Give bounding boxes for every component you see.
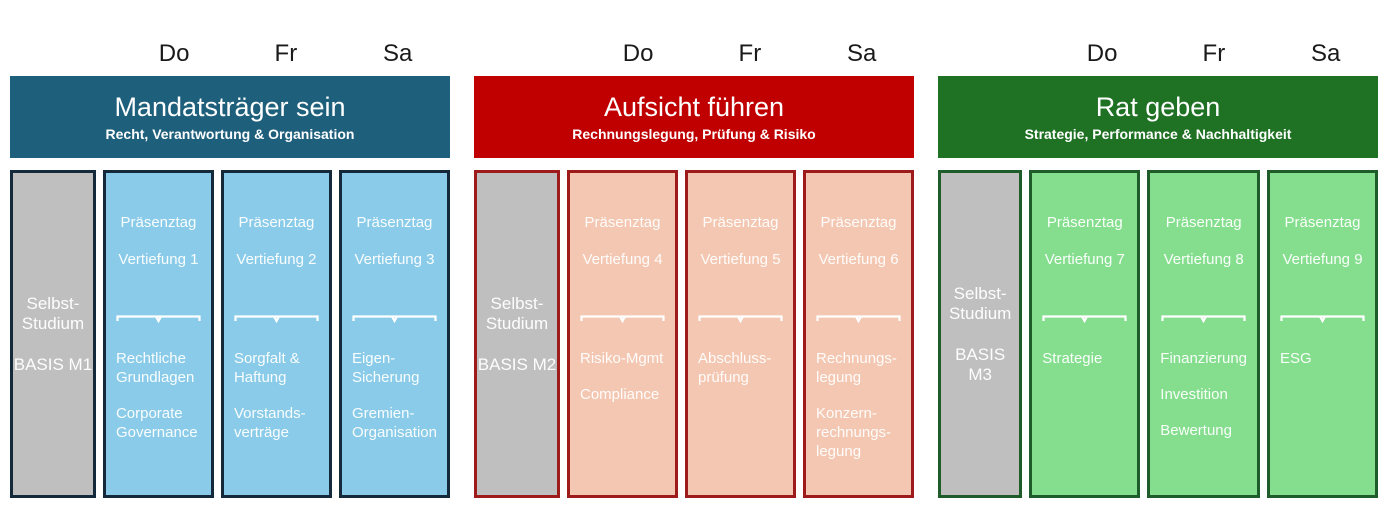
topic-label: Gremien- Organisation (351, 405, 437, 441)
presence-day-label: Präsenztag (1165, 214, 1242, 231)
topic-label: Risiko-Mgmt (580, 350, 664, 367)
module-title: Rat geben (1095, 92, 1221, 122)
course-schedule-board: Do Fr Sa Mandatsträger sein Recht, Veran… (10, 0, 1378, 498)
module-card-grid: Selbst- Studium BASIS M1 Präsenztag Vert… (10, 170, 450, 498)
brace-divider-icon (116, 315, 201, 323)
day-label-do: Do (1086, 40, 1118, 67)
topic-label: Rechnungs- legung (816, 350, 897, 386)
session-label: Vertiefung 8 (1163, 251, 1244, 268)
module-section-aufsicht: Do Fr Sa Aufsicht führen Rechnungslegung… (474, 0, 914, 498)
day-card-sa: Präsenztag Vertiefung 9 ESG (1267, 170, 1378, 498)
session-label: Vertiefung 6 (818, 251, 899, 268)
basis-module-label: BASIS M2 (477, 354, 557, 374)
self-study-label: Selbst- Studium (21, 293, 85, 333)
basis-card: Selbst- Studium BASIS M2 (474, 170, 560, 498)
topic-list: Rechtliche Grundlagen Corporate Governan… (116, 349, 201, 442)
module-subtitle: Recht, Verantwortung & Organisation (105, 126, 355, 142)
topic-label: Investition (1160, 386, 1228, 403)
session-label: Vertiefung 7 (1044, 251, 1125, 268)
topic-list: Risiko-Mgmt Compliance (580, 349, 665, 404)
day-label-fr: Fr (274, 40, 298, 67)
topic-label: Corporate Governance (115, 405, 198, 441)
brace-divider-icon (698, 315, 783, 323)
basis-card: Selbst- Studium BASIS M3 (938, 170, 1023, 498)
day-label-sa: Sa (382, 40, 413, 67)
brace-divider-icon (580, 315, 665, 323)
module-subtitle: Strategie, Performance & Nachhaltigkeit (1024, 126, 1292, 142)
brace-divider-icon (816, 315, 901, 323)
topic-list: Sorgfalt & Haftung Vorstands- verträge (234, 349, 319, 442)
module-header: Rat geben Strategie, Performance & Nachh… (938, 76, 1378, 158)
topic-label: Strategie (1042, 350, 1103, 367)
brace-divider-icon (1280, 315, 1365, 323)
brace-divider-icon (352, 315, 437, 323)
module-title: Aufsicht führen (603, 92, 785, 122)
session-label: Vertiefung 9 (1282, 251, 1363, 268)
topic-label: Compliance (580, 386, 660, 403)
module-section-rat-geben: Do Fr Sa Rat geben Strategie, Performanc… (938, 0, 1378, 498)
presence-day-label: Präsenztag (820, 214, 897, 231)
presence-day-label: Präsenztag (120, 214, 197, 231)
module-header: Aufsicht führen Rechnungslegung, Prüfung… (474, 76, 914, 158)
session-label: Vertiefung 4 (582, 251, 663, 268)
basis-module-label: BASIS M1 (13, 354, 93, 374)
brace-divider-icon (1161, 315, 1246, 323)
topic-list: Eigen- Sicherung Gremien- Organisation (352, 349, 437, 442)
day-card-fr: Präsenztag Vertiefung 8 Finanzierung Inv… (1147, 170, 1260, 498)
brace-divider-icon (234, 315, 319, 323)
self-study-label: Selbst- Studium (485, 293, 549, 333)
presence-day-label: Präsenztag (1046, 214, 1123, 231)
module-card-grid: Selbst- Studium BASIS M2 Präsenztag Vert… (474, 170, 914, 498)
topic-label: Sorgfalt & Haftung (233, 350, 300, 386)
presence-day-label: Präsenztag (702, 214, 779, 231)
module-subtitle: Rechnungslegung, Prüfung & Risiko (572, 126, 816, 142)
module-card-grid: Selbst- Studium BASIS M3 Präsenztag Vert… (938, 170, 1378, 498)
day-header-row: Do Fr Sa (10, 40, 450, 68)
presence-day-label: Präsenztag (356, 214, 433, 231)
session-label: Vertiefung 5 (700, 251, 781, 268)
session-label: Vertiefung 1 (118, 251, 199, 268)
day-card-do: Präsenztag Vertiefung 7 Strategie (1029, 170, 1141, 498)
session-label: Vertiefung 3 (354, 251, 435, 268)
day-card-fr: Präsenztag Vertiefung 2 Sorgfalt & Haftu… (220, 170, 332, 498)
day-label-sa: Sa (1310, 40, 1341, 67)
basis-card: Selbst- Studium BASIS M1 (10, 170, 96, 498)
day-header-row: Do Fr Sa (938, 40, 1378, 68)
module-title: Mandatsträger sein (114, 92, 346, 122)
topic-label: Abschluss- prüfung (698, 350, 772, 386)
day-header-row: Do Fr Sa (474, 40, 914, 68)
day-card-do: Präsenztag Vertiefung 1 Rechtliche Grund… (102, 170, 214, 498)
topic-label: Eigen- Sicherung (351, 350, 420, 386)
day-card-sa: Präsenztag Vertiefung 6 Rechnungs- legun… (803, 170, 914, 498)
topic-list: Finanzierung Investition Bewertung (1160, 349, 1247, 440)
day-card-fr: Präsenztag Vertiefung 5 Abschluss- prüfu… (685, 170, 796, 498)
topic-list: ESG (1280, 349, 1365, 368)
topic-list: Rechnungs- legung Konzern- rechnungs- le… (816, 349, 901, 461)
topic-label: ESG (1280, 350, 1312, 367)
topic-label: Bewertung (1160, 422, 1232, 439)
day-label-fr: Fr (1202, 40, 1226, 67)
topic-list: Strategie (1042, 349, 1127, 368)
module-section-mandatstraeger: Do Fr Sa Mandatsträger sein Recht, Veran… (10, 0, 450, 498)
day-label-sa: Sa (846, 40, 877, 67)
topic-list: Abschluss- prüfung (698, 349, 783, 387)
presence-day-label: Präsenztag (1284, 214, 1361, 231)
module-header: Mandatsträger sein Recht, Verantwortung … (10, 76, 450, 158)
brace-divider-icon (1042, 315, 1127, 323)
day-card-sa: Präsenztag Vertiefung 3 Eigen- Sicherung… (338, 170, 450, 498)
topic-label: Konzern- rechnungs- legung (816, 405, 892, 460)
day-label-fr: Fr (738, 40, 762, 67)
day-label-do: Do (158, 40, 190, 67)
basis-module-label: BASIS M3 (955, 344, 1006, 384)
topic-label: Vorstands- verträge (233, 405, 306, 441)
topic-label: Finanzierung (1160, 350, 1247, 367)
day-label-do: Do (622, 40, 654, 67)
self-study-label: Selbst- Studium (948, 283, 1012, 323)
day-card-do: Präsenztag Vertiefung 4 Risiko-Mgmt Comp… (567, 170, 678, 498)
presence-day-label: Präsenztag (584, 214, 661, 231)
topic-label: Rechtliche Grundlagen (115, 350, 195, 386)
presence-day-label: Präsenztag (238, 214, 315, 231)
session-label: Vertiefung 2 (236, 251, 317, 268)
